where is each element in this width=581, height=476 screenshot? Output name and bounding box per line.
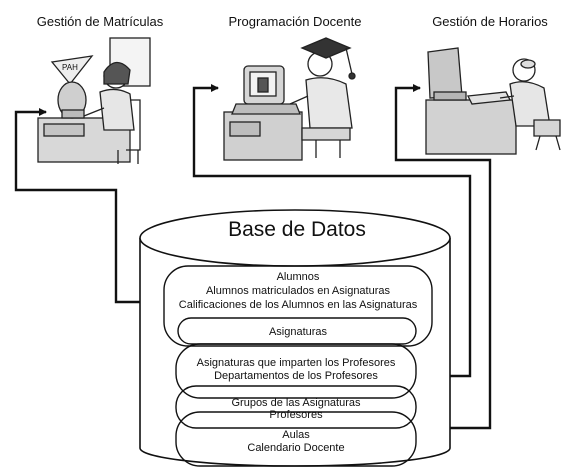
group-alumnos <box>163 265 433 347</box>
db-line-departamentos: Departamentos de los Profesores <box>214 370 378 382</box>
station-label-horarios: Gestión de Horarios <box>432 14 548 29</box>
scheduler-at-computer-icon <box>425 47 561 155</box>
group-grupos-profesores <box>175 385 417 429</box>
db-line-aulas: Aulas <box>282 429 310 441</box>
connector-horarios <box>394 84 492 432</box>
db-line-calificaciones: Calificaciones de los Alumnos en las Asi… <box>179 299 418 311</box>
db-line-grupos: Grupos de las Asignaturas <box>231 397 361 409</box>
db-line-profesores: Profesores <box>269 409 323 421</box>
connector-matriculas <box>14 108 161 306</box>
connector-programacion <box>192 84 472 380</box>
db-line-alumnos: Alumnos <box>277 271 320 283</box>
student-at-computer-icon: PAH <box>37 37 151 164</box>
group-asignaturas-profesores <box>175 343 417 399</box>
station-label-programacion: Programación Docente <box>228 14 362 29</box>
database-cylinder <box>139 209 451 467</box>
svg-text:PAH: PAH <box>62 63 78 72</box>
db-line-asignaturas-profesores: Asignaturas que imparten los Profesores <box>197 357 396 369</box>
db-line-asignaturas: Asignaturas <box>269 326 328 338</box>
graduate-at-computer-icon <box>223 37 356 161</box>
station-label-matriculas: Gestión de Matrículas <box>36 14 164 29</box>
database-title: Base de Datos <box>228 218 366 241</box>
group-aulas <box>175 411 417 467</box>
db-line-alumnos-matriculados: Alumnos matriculados en Asignaturas <box>206 285 391 297</box>
db-line-calendario: Calendario Docente <box>247 442 344 454</box>
